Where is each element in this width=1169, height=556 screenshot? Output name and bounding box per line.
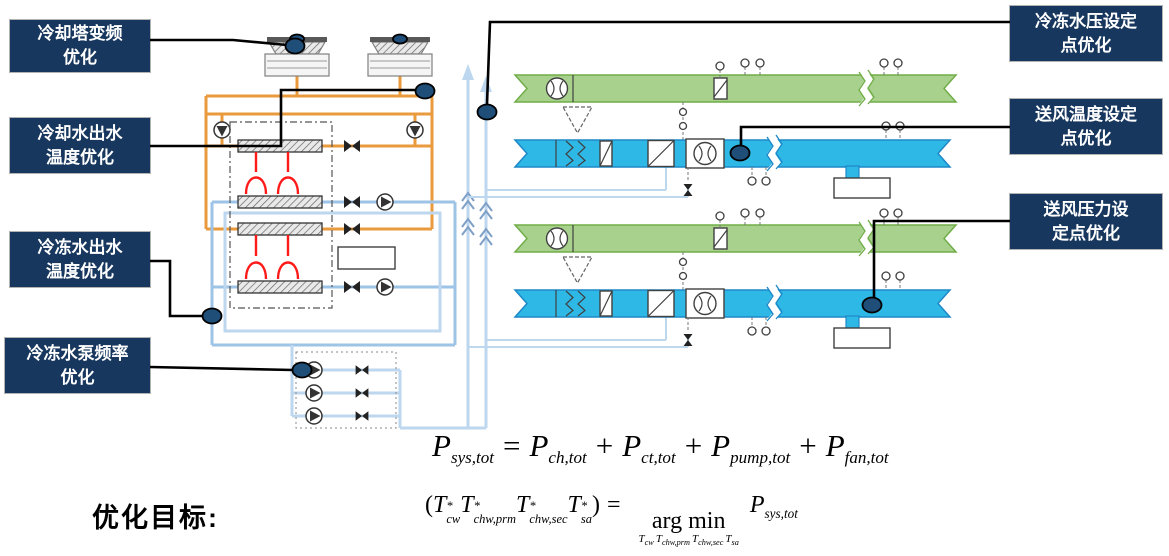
opt-point-cw-outlet-marker: [414, 82, 436, 100]
chiller-1: [237, 139, 323, 209]
header-tank: [337, 246, 396, 270]
callout-line: 冷冻水出水: [37, 237, 123, 257]
eq-term: Psys,tot: [749, 492, 798, 521]
eq-var: T*sa: [567, 492, 592, 527]
callout-line: 冷却塔变频: [37, 24, 123, 44]
callout-line: 优化: [60, 367, 95, 387]
secondary-pump-group: [295, 351, 397, 429]
chiller-2: [237, 222, 323, 294]
eq-term: Ppump,tot: [711, 428, 791, 468]
callout-line: 点优化: [1060, 128, 1112, 148]
equation-total-power: Psys,tot=Pch,tot+Pct,tot+Ppump,tot+Pfan,…: [432, 428, 889, 468]
primary-pump-icon: [376, 193, 394, 211]
eq-var: T*chw,prm: [460, 492, 516, 527]
callout-line: 冷冻水泵频率: [26, 343, 129, 363]
callout-sa-temp-setpoint: 送风温度设定 点优化: [1010, 99, 1162, 154]
callout-line: 送风温度设定: [1035, 104, 1137, 124]
check-valve-icon: [355, 365, 369, 375]
callout-line: 定点优化: [1052, 223, 1120, 243]
objective-label: 优化目标:: [92, 503, 219, 533]
callout-chw-outlet-temp: 冷冻水出水 温度优化: [10, 232, 150, 287]
callout-line: 温度优化: [46, 147, 114, 167]
opt-point-sa-temp-marker: [729, 144, 751, 162]
callout-sa-pressure-setpoint: 送风压力设 定点优化: [1010, 194, 1162, 249]
riser-arrow-icon: [480, 76, 492, 92]
callout-line: 冷冻水压设定: [1035, 11, 1137, 31]
cooling-tower-icon: [367, 33, 433, 77]
callout-chw-pump-freq: 冷冻水泵频率 优化: [5, 338, 150, 393]
callout-line: 优化: [63, 48, 97, 67]
valve-icon: [344, 281, 360, 293]
check-valve-icon: [355, 388, 369, 398]
eq-term: Pfan,tot: [825, 428, 889, 468]
check-valve-icon: [355, 411, 369, 421]
callout-chw-pressure-setpoint: 冷冻水压设定 点优化: [1010, 6, 1162, 61]
primary-pump-icon: [376, 278, 394, 296]
callout-line: 点优化: [1060, 35, 1112, 55]
valve-icon: [344, 140, 360, 152]
callout-line: 冷却水出水: [37, 123, 123, 143]
callout-cw-outlet-temp: 冷却水出水 温度优化: [10, 118, 150, 173]
valve-icon: [344, 196, 360, 208]
eq-term: Pch,tot: [529, 428, 587, 468]
opt-point-chw-pressure-marker: [476, 103, 498, 121]
callout-line: 送风压力设: [1043, 199, 1129, 219]
secondary-pump-icon: [305, 407, 323, 425]
opt-point-sa-pressure-marker: [861, 296, 883, 314]
secondary-pump-icon: [305, 384, 323, 402]
eq-term: Pct,tot: [622, 428, 676, 468]
eq-var: T*cw: [433, 492, 461, 527]
opt-point-pump-freq-marker: [291, 361, 313, 379]
opt-point-chw-outlet-marker: [201, 307, 223, 325]
opt-point-cooling-tower-marker: [284, 37, 306, 55]
ahu-2: [515, 209, 956, 348]
condenser-pump-icon: [406, 121, 424, 139]
callout-connectors: [149, 20, 1010, 379]
chillers: [229, 121, 396, 309]
ahu-1: [515, 59, 956, 198]
riser-arrow-icon: [462, 64, 474, 80]
eq-term: Psys,tot: [432, 428, 494, 468]
callout-cooling-tower-vfd: 冷却塔变频 优化: [10, 20, 150, 72]
eq-var: T*chw,sec: [515, 492, 568, 527]
condenser-pump-icon: [213, 121, 231, 139]
callout-line: 温度优化: [46, 261, 114, 281]
valve-icon: [344, 223, 360, 235]
